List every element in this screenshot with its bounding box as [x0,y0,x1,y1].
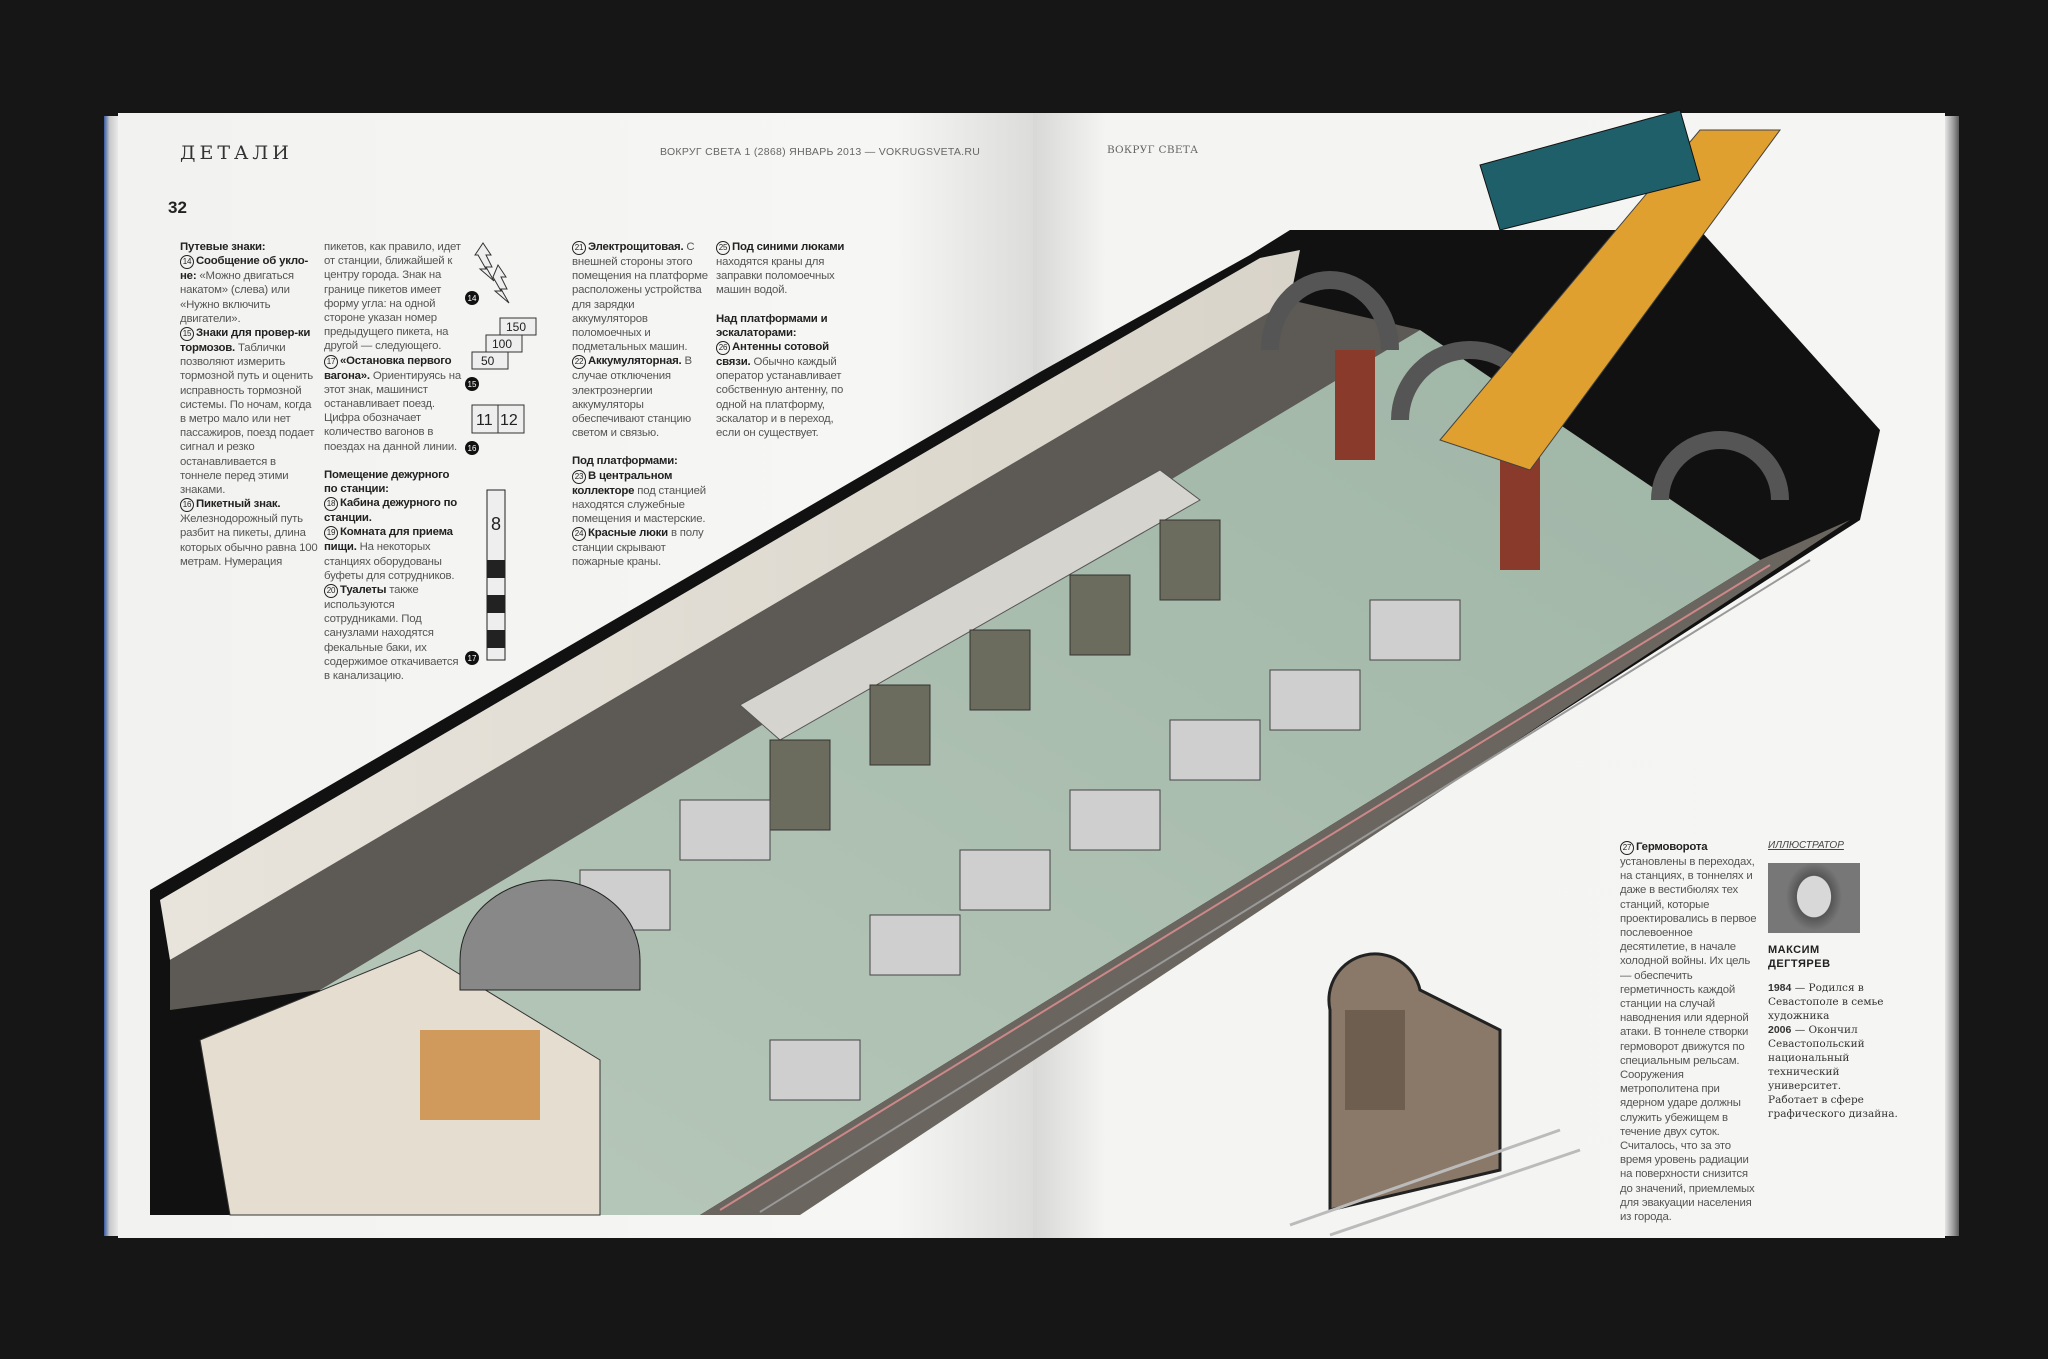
illustrator-box: ИЛЛЮСТРАТОР МАКСИМ ДЕГТЯРЕВ 1984 — Родил… [1768,840,1913,1121]
text: Знаки для провер-ки тормозов. [180,327,311,355]
text: Комната для приема пищи. [324,526,453,554]
sign-icon-16: 11 12 16 [465,404,525,455]
section-title: ДЕТАЛИ [180,142,293,164]
rail [719,564,1771,1211]
sign-icon-14: 14 [465,242,510,305]
text: В центральном коллекторе [572,469,673,497]
brake-sign-value: 100 [492,337,512,351]
hermetic-gate [1500,450,1540,570]
text: также используются сотрудниками. Под сан… [324,584,459,683]
text: 23 [572,469,586,484]
text: под станцией находятся служебные помещен… [572,484,706,526]
hermetic-gate [1335,350,1375,460]
text-column-2: пикетов, как правило, идет от станции, б… [324,240,462,683]
escalator [1439,129,1781,471]
text: 22 [572,355,586,370]
callout-number: 17 [324,354,338,369]
sign-label: 14 [468,294,477,303]
text: Гермоворота [1636,841,1708,853]
hermetic-gate-inset [1289,952,1581,1237]
text: установлены в переходах, на станциях, в … [1620,856,1757,1224]
text: «Можно двигаться накатом» (слева) или «Н… [180,270,294,325]
callout-number: 16 [180,498,194,513]
text: — Родился в Севастополе в семье художник… [1768,982,1884,1022]
rail [759,559,1811,1213]
station-vault-end [459,879,641,991]
text: Обычно каждый оператор устанавливает соб… [716,356,844,440]
picket-sign-value: 12 [500,412,518,429]
page-number: 32 [168,198,187,217]
front-track [700,520,1850,1215]
text: Под синими люками [732,241,845,253]
text: 19 [324,526,338,541]
text: Железнодорожный путь разбит на пикеты, д… [180,513,318,568]
sign-label: 17 [468,654,477,663]
text: Красные люки [588,527,668,540]
first-car-sign-value: 8 [491,514,501,534]
text: 20 [324,584,338,599]
platform-floor [320,330,1760,1215]
train [1479,109,1701,231]
text: «Остановка первого вагона». [324,354,452,382]
text: 25 [716,241,730,255]
text: Таблички позволяют измерить тормозной пу… [180,342,315,497]
text: находятся краны для заправки поломоечных… [716,256,835,297]
text: в полу станции скрывают пожарные краны. [572,527,704,569]
text: На некоторых станциях оборудованы буфеты… [324,541,455,582]
illustrator-surname: ДЕГТЯРЕВ [1768,958,1831,970]
sign-icon-17: 8 17 [465,489,506,665]
text: 21 [572,241,586,255]
page-edges-left [104,116,118,1236]
text: С внешней стороны этого помещения на пла… [572,241,708,354]
illustrator-portrait [1768,863,1860,933]
duty-room-floor [420,1030,540,1120]
illustrator-bio: 1984 — Родился в Севастополе в семье худ… [1768,981,1908,1121]
brake-sign-value: 150 [506,320,526,334]
tunnel-wall [160,250,1300,960]
text: Ориентируясь на этот знак, машинист оста… [324,369,461,453]
text: 27 [1620,841,1634,855]
service-rooms [199,949,601,1216]
sign-icon-15: 150 100 50 15 [465,317,537,391]
illustrator-label: ИЛЛЮСТРАТОР [1768,840,1844,851]
text: Кабина дежурного по станции. [324,497,458,525]
col-heading: Помещение дежурного по станции: [324,468,450,496]
col-heading: Под платформами: [572,455,678,468]
text: Работает в сфере графического дизайна. [1768,1094,1898,1120]
picket-sign-value: 11 [476,412,493,429]
arcade-vault [739,469,1201,741]
rear-track [170,300,1420,1010]
text: 1984 [1768,982,1792,994]
text: пикетов, как правило, идет от станции, б… [324,241,461,353]
sign-label: 16 [468,444,477,453]
text: В случае отключения электроэнергии аккум… [572,355,692,440]
text: Аккумуляторная. [588,355,682,368]
text: — Окончил Севастопольский национальный т… [1768,1024,1865,1092]
illustrator-name: МАКСИМ [1768,944,1820,956]
text: 24 [572,527,586,542]
callout-number: 14 [180,255,194,270]
text: Антенны сотовой связи. [716,341,829,369]
callout-number: 15 [180,327,194,342]
text: 18 [324,497,338,512]
sign-label: 15 [468,380,477,389]
text: Электрощитовая. [588,241,684,253]
text: Туалеты [340,584,387,597]
text: Пикетный знак. [196,498,281,511]
pylons [769,519,1221,831]
running-head-left: ВОКРУГ СВЕТА 1 (2868) ЯНВАРЬ 2013 — VOKR… [660,146,981,158]
running-head-right: ВОКРУГ СВЕТА [1107,144,1199,156]
col-heading: Путевые знаки: [180,241,266,253]
text: 26 [716,341,730,356]
text: 2006 [1768,1024,1792,1036]
col-heading: Над платформами и эскалаторами: [716,312,828,339]
page-edges-right [1945,116,1959,1236]
brake-sign-value: 50 [481,354,495,368]
text: Сообщение об укло-не: [180,255,309,283]
